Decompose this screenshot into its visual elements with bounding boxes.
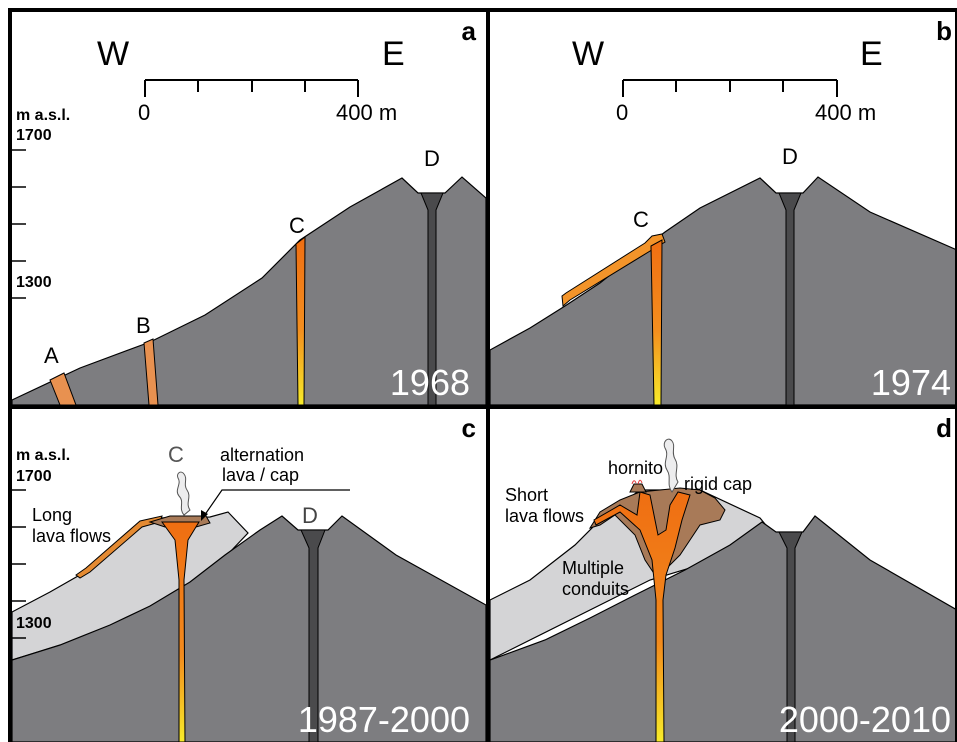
vent-d-label: D (302, 503, 318, 528)
year-label: 1974 (871, 362, 951, 403)
multiple-conduits-label-line2: conduits (562, 579, 629, 599)
panel-d (490, 438, 957, 742)
hornito-label: hornito (608, 458, 663, 478)
east-label: E (860, 35, 883, 73)
vent-b-label: B (136, 313, 151, 338)
year-label: 2000-2010 (779, 699, 951, 740)
elevation-1700: 1700 (16, 468, 52, 485)
old-cone (490, 489, 771, 661)
alternation-label-line1: alternation (220, 445, 304, 465)
mountain-profile (12, 176, 486, 405)
mountain-profile (490, 515, 957, 742)
alternation-leader (201, 489, 350, 521)
conduit-d (300, 529, 326, 742)
year-label: 1968 (390, 362, 470, 403)
alternation-label-line2: lava / cap (222, 465, 299, 485)
main-conduit-c (161, 521, 200, 742)
vent-d-label: D (424, 146, 440, 171)
scale-bar (622, 79, 838, 97)
east-label: E (382, 35, 405, 73)
long-flows-label-line1: Long (32, 505, 72, 525)
scale-max: 400 m (336, 100, 397, 125)
panel-b (490, 176, 957, 405)
panel-a (12, 176, 486, 405)
elevation-ticks (12, 149, 26, 299)
lava-flow (561, 233, 666, 308)
short-flows-label-line1: Short (505, 485, 548, 505)
multiple-conduits (593, 491, 691, 742)
scale-zero: 0 (616, 100, 628, 125)
dike-c (650, 239, 663, 405)
elevation-ticks (12, 489, 26, 639)
panel-letter: c (462, 413, 476, 443)
panel-letter: d (936, 413, 952, 443)
short-flows-label-line2: lava flows (505, 506, 584, 526)
elevation-1700: 1700 (16, 127, 52, 144)
vent-c-label: C (168, 442, 184, 467)
west-label: W (97, 35, 129, 73)
hornito-spatter-icon (631, 479, 643, 485)
elevation-unit: m a.s.l. (16, 107, 70, 124)
mountain-profile (490, 176, 957, 405)
gas-plume (176, 471, 191, 516)
elevation-1300: 1300 (16, 274, 52, 291)
long-flows-label-line2: lava flows (32, 526, 111, 546)
scale-bar (144, 79, 359, 97)
multiple-conduits-label-line1: Multiple (562, 558, 624, 578)
dike-b (143, 338, 159, 405)
panel-c (12, 471, 486, 742)
panel-letter: a (462, 16, 477, 46)
scale-zero: 0 (138, 100, 150, 125)
vent-c-label: C (633, 207, 649, 232)
year-label: 1987-2000 (298, 699, 470, 740)
vent-c-label: C (289, 213, 305, 238)
west-label: W (572, 35, 604, 73)
panel-letter: b (936, 16, 952, 46)
rigid-cap-label: rigid cap (684, 474, 752, 494)
gas-plume (663, 438, 679, 493)
dike-a (49, 372, 77, 405)
dike-c (295, 235, 306, 405)
conduit-d (778, 192, 802, 405)
mountain-profile (12, 515, 486, 742)
scale-max: 400 m (815, 100, 876, 125)
elevation-1300: 1300 (16, 615, 52, 632)
panel-frame (8, 8, 957, 742)
vent-a-label: A (44, 343, 59, 368)
conduit-d (420, 192, 444, 405)
elevation-unit: m a.s.l. (16, 447, 70, 464)
vent-d-label: D (782, 144, 798, 169)
conduit-d (778, 531, 803, 742)
hornito (629, 483, 647, 493)
